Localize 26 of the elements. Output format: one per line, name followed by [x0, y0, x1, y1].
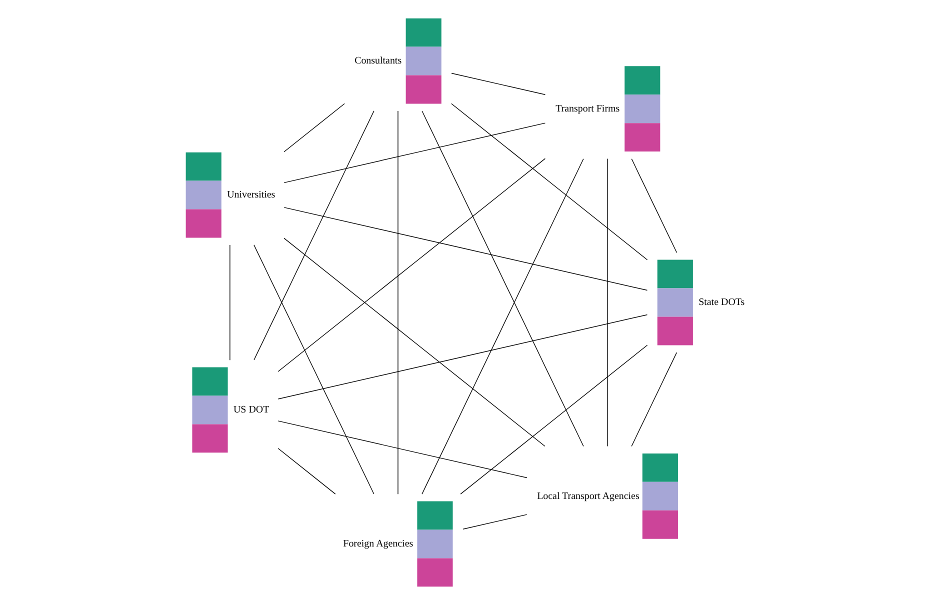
node-label: Consultants	[354, 56, 402, 67]
connector	[284, 238, 546, 447]
node-label: Transport Firms	[556, 103, 620, 114]
connector	[462, 514, 528, 530]
connector	[278, 314, 648, 400]
connector	[254, 244, 374, 494]
connector	[422, 158, 584, 494]
node-label: Universities	[227, 190, 276, 201]
connector	[278, 448, 336, 494]
connector	[284, 207, 648, 291]
node-label: Foreign Agencies	[343, 538, 414, 550]
connector	[451, 72, 546, 95]
connector	[460, 344, 648, 494]
connector	[631, 158, 678, 253]
connector	[284, 103, 345, 152]
node-label: Local Transport Agencies	[537, 490, 640, 502]
connector	[422, 110, 584, 447]
connector	[607, 158, 608, 447]
node-label: US DOT	[233, 404, 270, 416]
connector	[278, 420, 528, 478]
connector	[254, 110, 374, 360]
connector	[284, 122, 546, 184]
connector	[278, 158, 546, 372]
node-label: State DOTs	[698, 297, 745, 308]
connector	[631, 352, 678, 447]
connector	[451, 103, 648, 260]
